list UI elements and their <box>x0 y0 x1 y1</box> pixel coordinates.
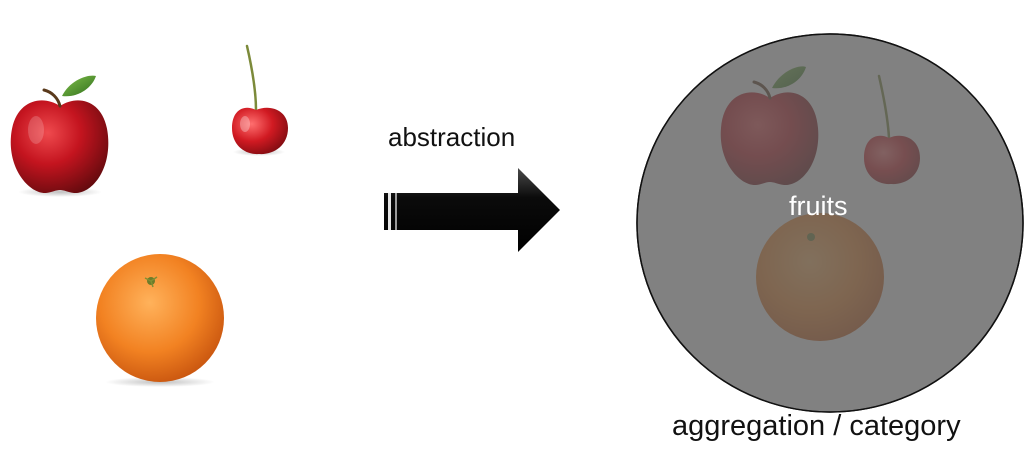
apple-icon <box>10 75 109 197</box>
orange-icon <box>96 254 224 387</box>
abstraction-label: abstraction <box>388 122 516 152</box>
cherry-icon <box>232 44 288 156</box>
category-overlay <box>636 33 1024 413</box>
aggregation-category-label: aggregation / category <box>672 410 961 442</box>
arrow-right-icon <box>384 168 560 252</box>
fruits-label: fruits <box>789 191 848 221</box>
